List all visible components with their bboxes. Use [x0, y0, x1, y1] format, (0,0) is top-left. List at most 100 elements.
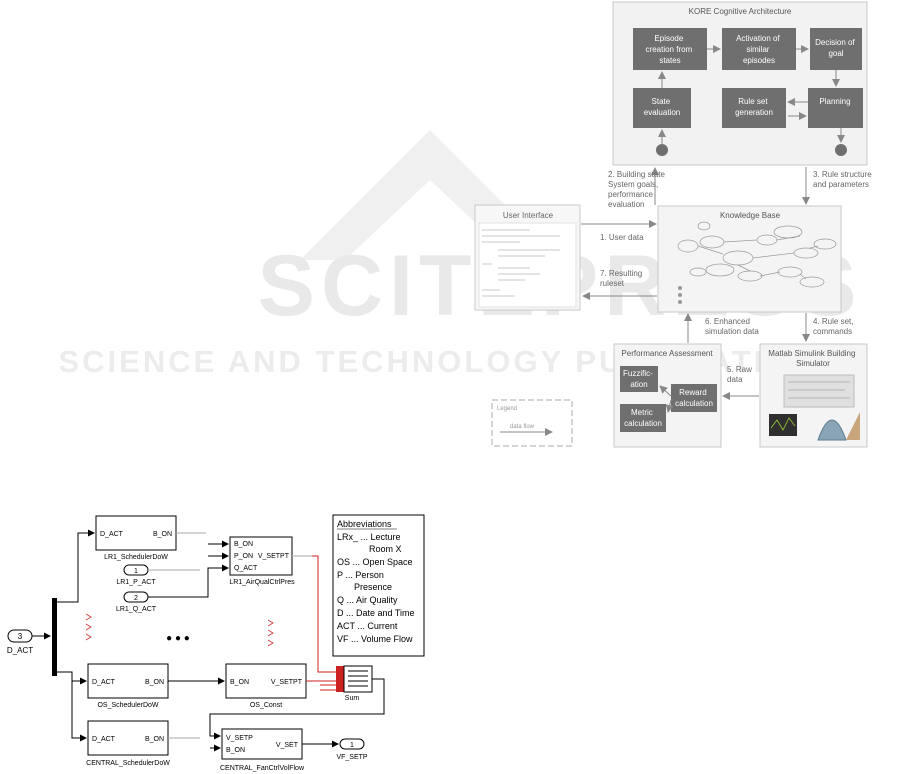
flow-2-label: 2. Building state System goals, performa…: [608, 170, 667, 209]
lr1-scheduler-name: LR1_SchedulerDoW: [104, 554, 168, 561]
d-act-inport-number: 3: [18, 632, 23, 641]
central-fan-out: V_SET: [276, 742, 299, 749]
os-scheduler-in-port: D_ACT: [92, 679, 116, 686]
abbreviation-line: OS ... Open Space: [337, 557, 413, 567]
flow-5-label: 5. Raw data: [727, 365, 754, 384]
lr1-airqual-in2: P_ON: [234, 553, 253, 560]
lr1-airqual-in1: B_ON: [234, 541, 253, 548]
metric-calculation-box: [620, 404, 666, 432]
d-act-inport-name: D_ACT: [7, 646, 33, 655]
performance-assessment-title: Performance Assessment: [621, 349, 713, 358]
central-fan-in2: B_ON: [226, 747, 245, 754]
sum-block-lines: [348, 670, 368, 687]
fuzzification-label: Fuzzific- ation: [623, 369, 655, 389]
kore-title: KORE Cognitive Architecture: [689, 7, 792, 16]
user-interface-screenshot: [478, 222, 577, 308]
activation-label: Activation of similar episodes: [736, 34, 782, 65]
reward-calculation-box: [671, 384, 717, 412]
lr1-scheduler-out-port: B_ON: [153, 531, 172, 538]
lr1-airqual-out: V_SETPT: [258, 553, 290, 560]
ellipsis-more-zones: ● ● ●: [166, 633, 190, 644]
kore-output-node: [835, 144, 847, 156]
fuzzification-box: [620, 366, 658, 392]
central-scheduler-name: CENTRAL_SchedulerDoW: [86, 760, 170, 767]
ontology-legend-dots: [678, 286, 682, 304]
flow-3-label: 3. Rule structure and parameters: [813, 170, 874, 189]
lr1-airqual-name: LR1_AirQualCtrlPres: [229, 579, 295, 586]
kore-input-node: [656, 144, 668, 156]
abbreviation-line: ACT ... Current: [337, 621, 398, 631]
middle-unconnected-marks: [267, 619, 274, 647]
legend-frame: [491, 399, 573, 447]
abbreviation-line: VF ... Volume Flow: [337, 634, 413, 644]
sum-to-fan-line: [209, 678, 385, 740]
demux-unconnected-outputs: [85, 613, 92, 641]
vf-setp-outport: [339, 738, 365, 750]
central-scheduler-in-port: D_ACT: [92, 736, 116, 743]
lr1-airqual-input-lines: [148, 540, 229, 598]
matlab-simulator-title: Matlab Simulink Building Simulator: [768, 349, 857, 368]
abbreviations-box: [332, 514, 425, 657]
legend-item-label: data flow: [510, 424, 535, 430]
abbreviation-line: P ... Person: [337, 570, 384, 580]
sum-name: Sum: [345, 695, 360, 702]
simulink-thumbnail-lines: [788, 381, 850, 399]
decision-of-goal-box: [810, 28, 862, 70]
simulink-model-thumbnail: [783, 374, 855, 408]
os-const-name: OS_Const: [250, 702, 282, 709]
surface-plot-shade: [846, 412, 860, 440]
sum-port-bar: [336, 666, 344, 692]
user-interface-screenshot-lines: [482, 229, 560, 297]
demux-output-lines: [57, 529, 95, 742]
os-scheduler-out-port: B_ON: [145, 679, 164, 686]
reward-calculation-label: Reward calculation: [675, 388, 713, 408]
episode-creation-label: Episode creation from states: [646, 34, 695, 65]
decision-of-goal-label: Decision of goal: [815, 38, 857, 58]
lr1-q-act-name: LR1_Q_ACT: [116, 606, 157, 613]
simulink-diagram: 3 D_ACT D_ACT B_ON LR1_SchedulerDoW 1 LR…: [7, 514, 425, 772]
central-fan-in1: V_SETP: [226, 735, 253, 742]
lr1-airqual-in3: Q_ACT: [234, 565, 258, 572]
abbreviations-title: Abbreviations: [337, 519, 392, 529]
ontology-graph: [677, 221, 837, 288]
flow-6-label: 6. Enhanced simulation data: [705, 317, 759, 336]
user-interface-title: User Interface: [503, 211, 554, 220]
os-const-out-port: V_SETPT: [271, 679, 303, 686]
sum-block: [343, 665, 373, 693]
demux-bar: [52, 598, 57, 676]
knowledge-base-title: Knowledge Base: [720, 211, 781, 220]
abbreviation-line: Presence: [354, 582, 392, 592]
abbreviation-line: D ... Date and Time: [337, 608, 415, 618]
legend-title: Legend: [497, 406, 517, 412]
flow-5: 5. Raw data: [722, 365, 759, 400]
performance-assessment-panel: Performance Assessment Fuzzific- ation R…: [613, 343, 722, 448]
performance-internal-arrows: [659, 385, 674, 413]
kore-internal-arrows: [658, 45, 845, 144]
knowledge-base-panel: Knowledge Base: [657, 205, 842, 313]
episode-creation-box: [633, 28, 707, 70]
lr1-scheduler-block: [95, 515, 177, 551]
surface-plot-thumbnail: [817, 419, 847, 441]
central-scheduler-out-port: B_ON: [145, 736, 164, 743]
upper-flows: 2. Building state System goals, performa…: [608, 167, 874, 209]
lr1-p-act-name: LR1_P_ACT: [116, 579, 156, 586]
lr1-airqual-block: [229, 536, 293, 576]
flow-4-label: 4. Rule set, commands: [813, 317, 856, 336]
flow-7-label: 7. Resulting ruleset: [600, 269, 644, 288]
central-fan-block: [221, 728, 303, 760]
vf-setp-name: VF_SETP: [336, 754, 367, 761]
os-const-block: [225, 663, 307, 699]
os-const-in-port: B_ON: [230, 679, 249, 686]
ruleset-generation-box: [722, 88, 786, 128]
sum-input-lines: [306, 555, 336, 691]
abbreviation-line: Room X: [369, 544, 402, 554]
metric-calculation-label: Metric calculation: [624, 408, 662, 428]
planning-box: [808, 88, 863, 128]
flow-1-label: 1. User data: [600, 233, 644, 242]
abbreviation-line: LRx_ ... Lecture: [337, 532, 401, 542]
os-scheduler-block: [87, 663, 169, 699]
ruleset-generation-label: Rule set generation: [735, 97, 773, 117]
lower-flows: 4. Rule set, commands 6. Enhanced simula…: [684, 313, 856, 343]
kore-panel-frame: [612, 1, 868, 166]
